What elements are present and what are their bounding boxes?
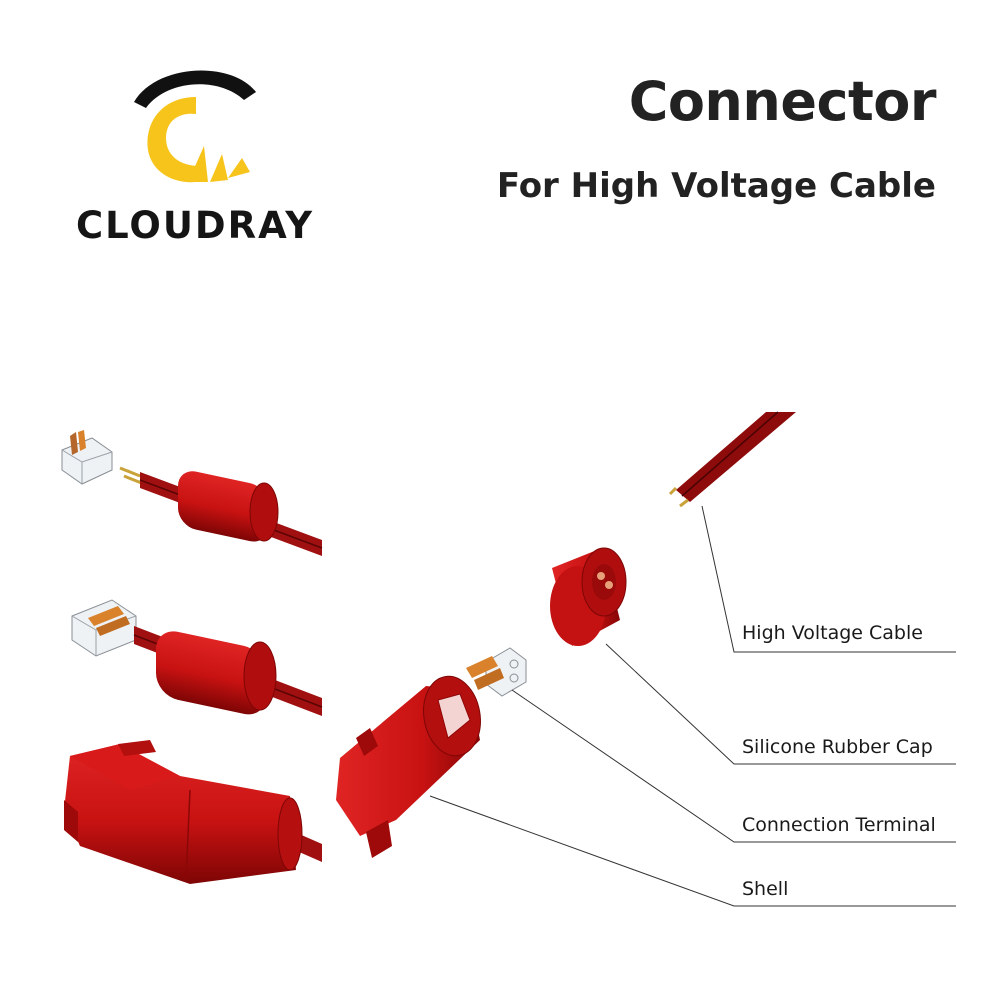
leader-line-shell — [429, 795, 956, 907]
step2-cap — [156, 631, 277, 715]
leader-line-high-voltage-cable — [701, 505, 956, 653]
step1-terminal — [61, 430, 113, 485]
step2-terminal — [71, 599, 137, 657]
step1-assembly — [61, 430, 323, 556]
label-connection-terminal: Connection Terminal — [742, 814, 936, 836]
page-title: Connector — [628, 70, 937, 133]
cloudray-logo-icon — [134, 70, 256, 183]
leader-line-connection-terminal — [511, 689, 956, 843]
step3-assembly — [64, 740, 322, 884]
label-shell: Shell — [742, 878, 789, 900]
step1-cap — [178, 471, 279, 542]
label-silicone-rubber-cap: Silicone Rubber Cap — [742, 736, 933, 758]
high-voltage-cable-part — [668, 411, 796, 508]
silicone-rubber-cap-part — [550, 547, 627, 646]
step2-assembly — [71, 599, 323, 716]
leader-line-silicone-rubber-cap — [605, 643, 956, 765]
brand-name: CLOUDRAY — [76, 204, 314, 247]
leader-lines — [429, 505, 956, 907]
shell-part — [336, 675, 481, 858]
connection-terminal-part — [466, 647, 527, 697]
brand-logo: CLOUDRAY — [60, 62, 330, 262]
label-high-voltage-cable: High Voltage Cable — [742, 622, 923, 644]
page-subtitle: For High Voltage Cable — [496, 166, 936, 206]
